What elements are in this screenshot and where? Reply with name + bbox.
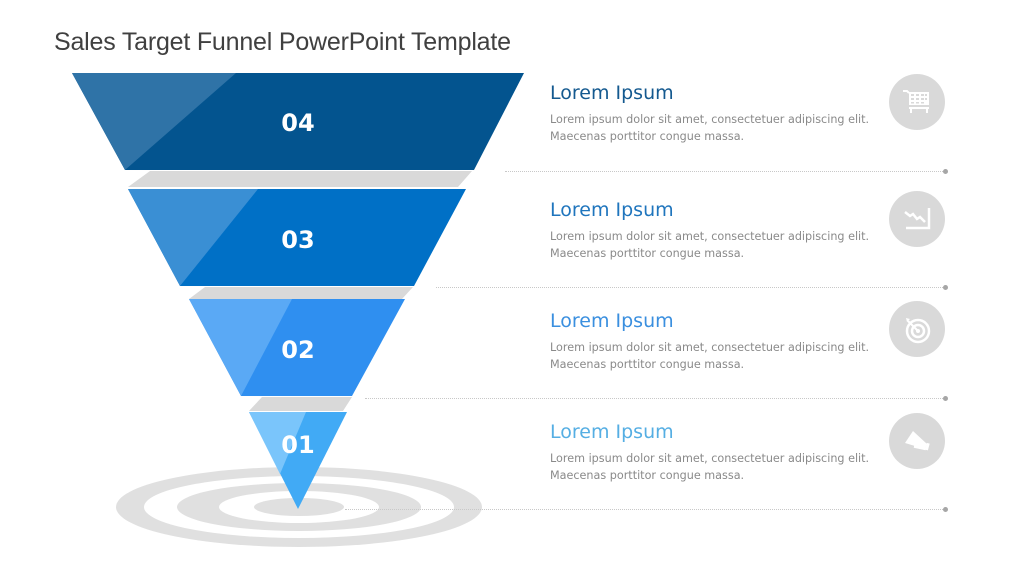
target-dart-icon [905,318,931,344]
info-item-03: Lorem Ipsum Lorem ipsum dolor sit amet, … [550,198,870,262]
divider-line-1 [505,171,943,172]
gray-band-1 [128,171,472,187]
item-title: Lorem Ipsum [550,82,674,104]
gray-band-2 [189,287,413,299]
icon-badge-01 [889,413,945,469]
item-title: Lorem Ipsum [550,199,674,221]
info-item-01: Lorem Ipsum Lorem ipsum dolor sit amet, … [550,420,870,484]
info-item-04: Lorem Ipsum Lorem ipsum dolor sit amet, … [550,81,870,145]
stage-number: 03 [281,226,314,254]
funnel-stage-04[interactable]: 04 [72,73,524,170]
stage-number: 01 [281,431,314,459]
megaphone-icon [905,431,930,451]
slide-title: Sales Target Funnel PowerPoint Template [54,28,511,56]
divider-dot-2 [943,285,948,290]
divider-line-4 [345,509,943,510]
item-title: Lorem Ipsum [550,421,674,443]
funnel-stage-03[interactable]: 03 [128,189,466,286]
stage-number: 04 [281,109,314,137]
item-title: Lorem Ipsum [550,310,674,332]
funnel-stage-02[interactable]: 02 [189,299,405,396]
declining-chart-icon [904,208,931,230]
divider-dot-4 [943,507,948,512]
info-item-02: Lorem Ipsum Lorem ipsum dolor sit amet, … [550,309,870,373]
item-description: Lorem ipsum dolor sit amet, consectetuer… [550,113,870,143]
funnel-stage-01[interactable]: 01 [249,412,347,509]
divider-dot-3 [943,396,948,401]
item-description: Lorem ipsum dolor sit amet, consectetuer… [550,230,870,260]
divider-dot-1 [943,169,948,174]
item-description: Lorem ipsum dolor sit amet, consectetuer… [550,452,870,482]
shopping-cart-icon [903,90,929,113]
divider-line-3 [365,398,943,399]
divider-line-2 [436,287,943,288]
icon-badge-03 [889,191,945,247]
item-description: Lorem ipsum dolor sit amet, consectetuer… [550,341,870,371]
gray-band-3 [249,397,352,411]
icon-badge-04 [889,74,945,130]
stage-number: 02 [281,336,314,364]
icon-badge-02 [889,301,945,357]
